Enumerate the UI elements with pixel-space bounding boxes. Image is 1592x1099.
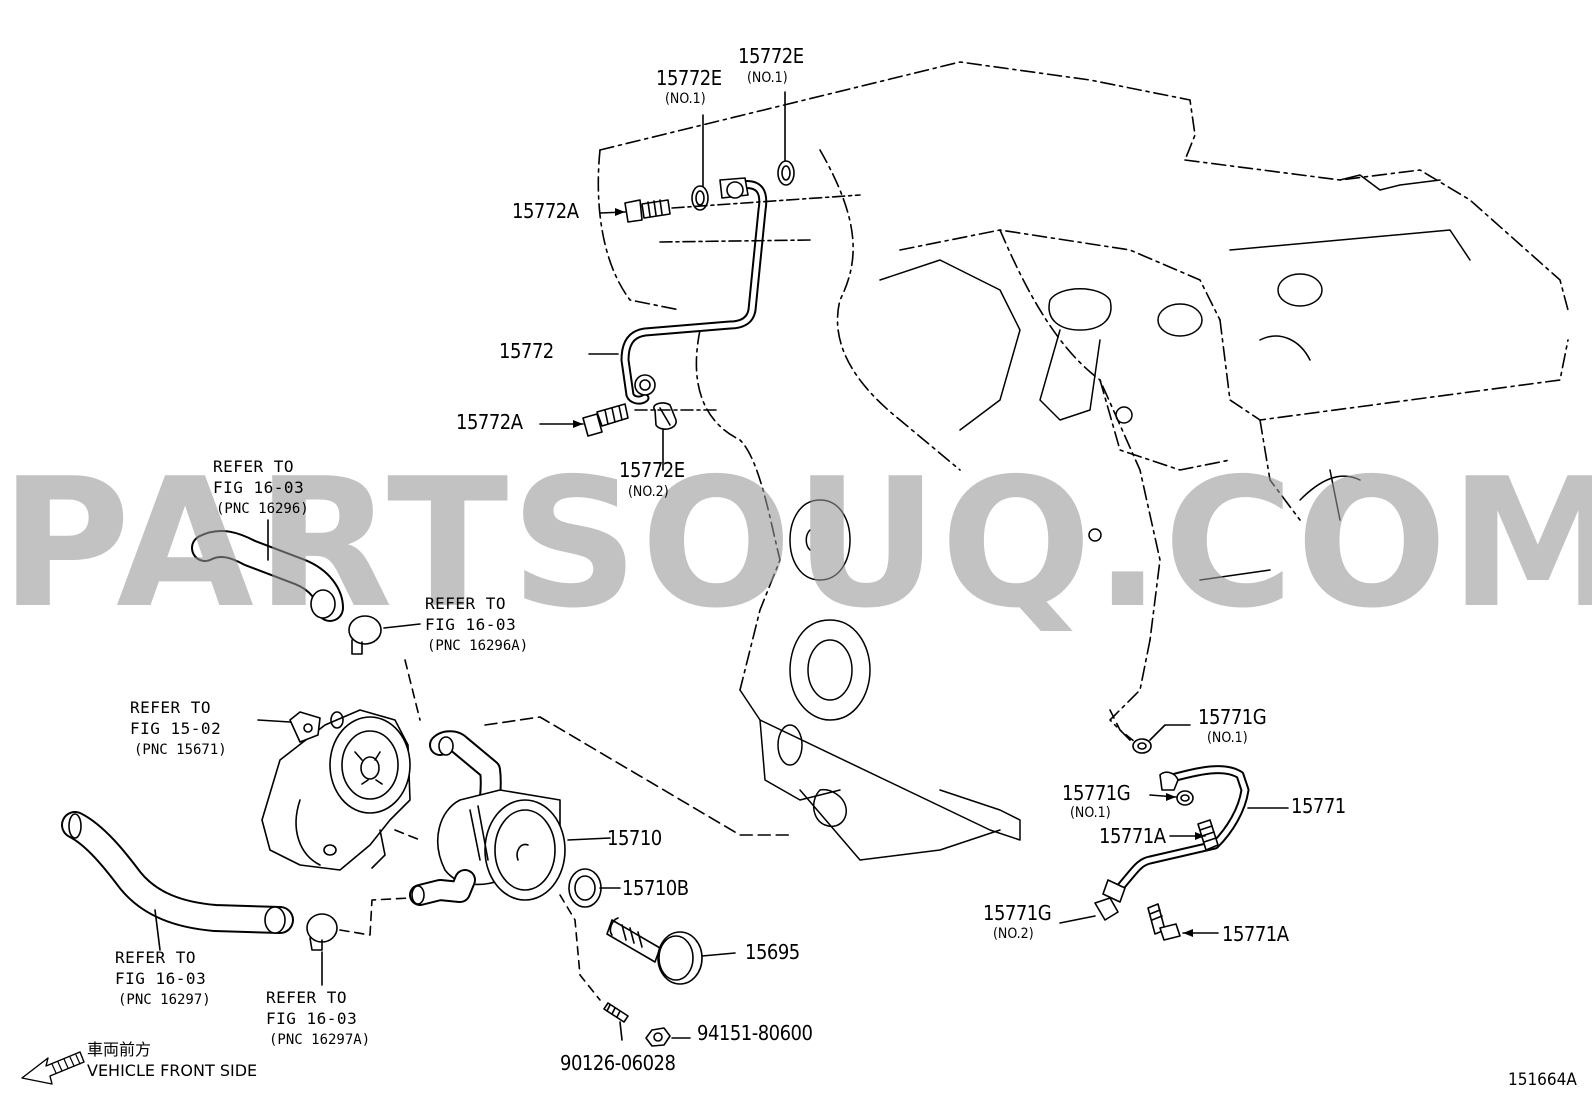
oil-pipe-15771 [1059,709,1289,941]
ref-15671-pnc: (PNC 15671) [134,742,227,758]
label-15772E-no2-sub: (NO.2) [628,484,669,500]
hose-16296 [191,519,344,622]
label-94151-80600[interactable]: 94151-80600 [697,1021,813,1045]
front-arrow-icon [21,1051,85,1085]
ref-16297A-line1: REFER TO [266,988,348,1007]
label-15771A-a[interactable]: 15771A [1099,824,1166,848]
stud-90126 [559,894,629,1041]
label-15771A-b[interactable]: 15771A [1222,922,1289,946]
label-15710B[interactable]: 15710B [622,876,689,900]
label-15771G-no1-a-sub: (NO.1) [1207,730,1248,746]
nut-94151 [645,1027,691,1047]
label-15772E-no1-a-sub: (NO.1) [665,91,706,107]
oil-cooler-15710 [394,730,611,906]
ref-16297-pnc: (PNC 16297) [118,992,211,1008]
label-15772E-no1-b[interactable]: 15772E [738,44,804,68]
label-15772A-top[interactable]: 15772A [512,199,579,223]
direction-en: VEHICLE FRONT SIDE [87,1061,258,1080]
label-15710[interactable]: 15710 [607,826,662,850]
leader-arrowheads [573,208,1205,937]
direction-jp: 車両前方 [87,1040,152,1059]
ref-16296A-line1: REFER TO [425,594,507,613]
union-bolt-15695 [606,917,736,985]
ref-15671-line2[interactable]: FIG 15-02 [130,719,222,738]
label-15695[interactable]: 15695 [745,940,800,964]
clamp-16296A [348,615,421,721]
label-15771G-no1-a[interactable]: 15771G [1198,705,1267,729]
ref-16296A-line2[interactable]: FIG 16-03 [425,615,517,634]
engine-solid [739,174,1471,861]
label-15771G-no2[interactable]: 15771G [983,901,1052,925]
hose-16297 [61,811,294,951]
watermark: PARTSOUQ.COM [0,440,1592,647]
label-15772[interactable]: 15772 [499,339,554,363]
label-15772E-no2[interactable]: 15772E [619,458,685,482]
ref-16296-line1: REFER TO [213,457,295,476]
ref-16297A-pnc: (PNC 16297A) [269,1032,371,1048]
ref-16296-line2[interactable]: FIG 16-03 [213,478,305,497]
label-15772E-no1-a[interactable]: 15772E [656,66,722,90]
ref-16297-line1: REFER TO [115,948,197,967]
ref-16296-pnc: (PNC 16296) [216,501,309,517]
label-15771G-no2-sub: (NO.2) [993,926,1034,942]
diagram-id: 151664A [1508,1070,1577,1090]
gasket-15710B [568,868,621,908]
dashed-leader-to-engine [484,716,791,836]
ref-16297A-line2[interactable]: FIG 16-03 [266,1009,358,1028]
label-15772E-no1-b-sub: (NO.1) [747,70,788,86]
ref-15671-line1: REFER TO [130,698,212,717]
clamp-16297A [306,897,411,986]
engine-block [597,61,1569,741]
label-15772A-bottom[interactable]: 15772A [456,410,523,434]
label-15771G-no1-b-sub: (NO.1) [1070,805,1111,821]
oil-pipe-15772 [539,91,861,471]
label-15771G-no1-b[interactable]: 15771G [1062,781,1131,805]
ref-16297-line2[interactable]: FIG 16-03 [115,969,207,988]
label-15771[interactable]: 15771 [1291,794,1346,818]
label-90126-06028[interactable]: 90126-06028 [560,1051,676,1075]
filter-bracket-15671 [257,709,411,871]
ref-16296A-pnc: (PNC 16296A) [427,638,529,654]
